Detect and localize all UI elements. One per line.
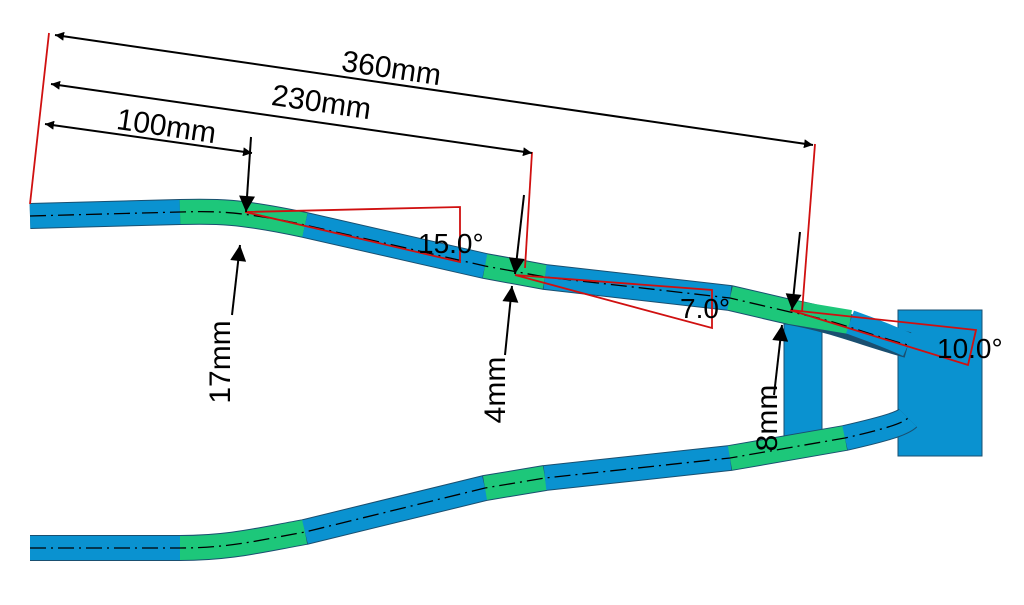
angle-label-10: 10.0° (937, 333, 1003, 364)
dim-label-100: 100mm (114, 103, 218, 150)
pointer-arrows (230, 136, 802, 396)
dim-arrow-100 (44, 120, 253, 157)
dim-arrow-230 (50, 80, 533, 157)
dim-label-360: 360mm (339, 45, 443, 92)
height-label-4mm: 4mm (479, 357, 512, 424)
support-block (897, 309, 983, 457)
angle-label-7: 7.0° (680, 293, 730, 324)
angle-lines (244, 206, 978, 367)
dimension-arrows (44, 31, 814, 157)
height-label-17mm: 17mm (204, 320, 237, 403)
dim-label-230: 230mm (269, 79, 373, 126)
vertical-strut (783, 323, 823, 441)
height-label-8mm: 8mm (751, 385, 784, 452)
angle-label-15: 15.0° (418, 228, 484, 259)
lower-beam (30, 407, 918, 561)
extension-lines (29, 32, 816, 313)
